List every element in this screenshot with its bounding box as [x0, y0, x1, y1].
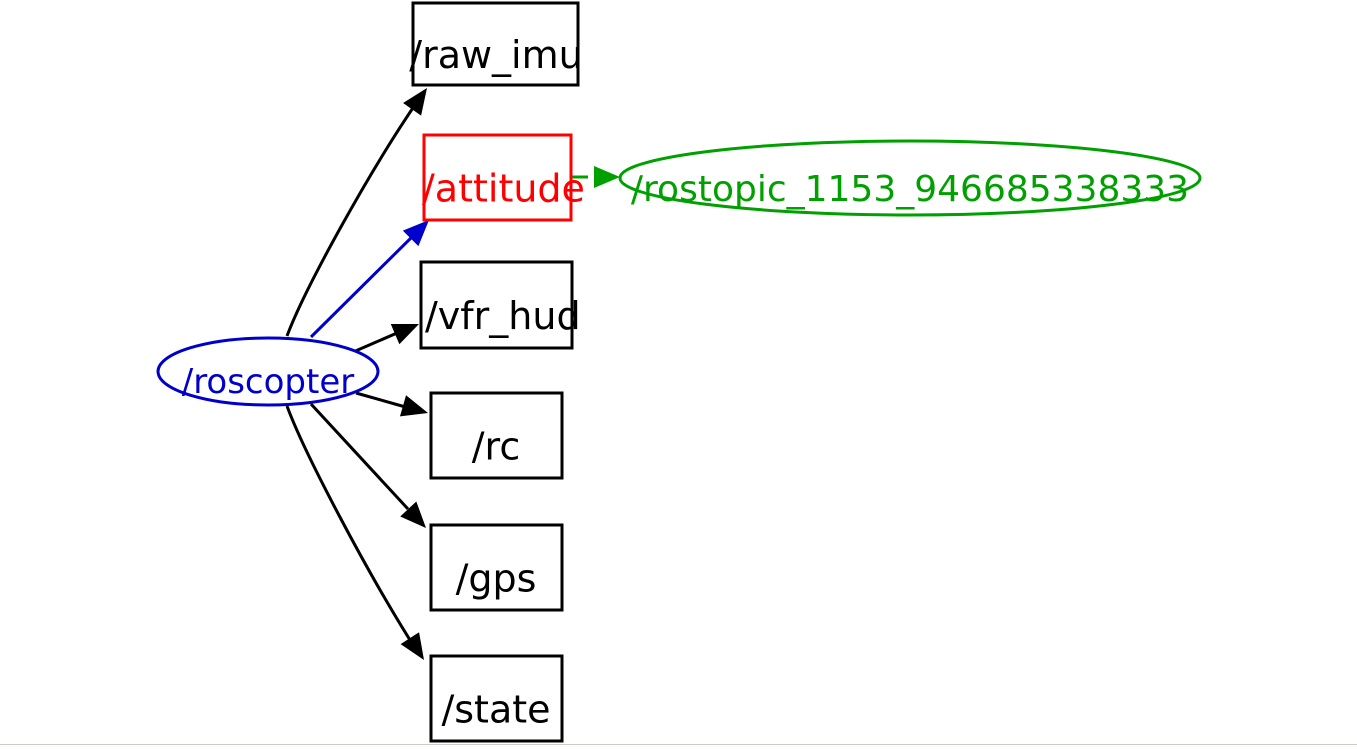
graph-node-gps[interactable]: /gps: [429, 523, 564, 612]
node-box: [411, 1, 580, 87]
graph-edge-roscopter-to-raw_imu[interactable]: [285, 82, 436, 337]
graph-edge-roscopter-to-gps[interactable]: [309, 402, 434, 536]
graph-node-attitude[interactable]: /attitude: [422, 133, 585, 222]
edge-line: [309, 229, 420, 339]
graph-node-state[interactable]: /state: [429, 654, 564, 743]
graph-edge-roscopter-to-state[interactable]: [285, 405, 433, 666]
edge-arrowhead: [400, 501, 426, 528]
node-box: [429, 654, 564, 743]
edge-arrowhead: [403, 88, 427, 116]
edge-line: [285, 405, 412, 641]
node-label: /attitude: [422, 166, 585, 210]
edge-arrowhead: [402, 220, 429, 247]
node-label: /state: [441, 687, 550, 731]
graph-node-raw_imu[interactable]: /raw_imu: [409, 1, 583, 87]
graph-node-rostopic[interactable]: /rostopic_1153_946685338333: [618, 139, 1202, 217]
node-label: /roscopter: [182, 362, 355, 402]
panel-bottom-divider: [0, 744, 1357, 745]
graph-edge-roscopter-to-attitude[interactable]: [309, 212, 437, 339]
node-label: /rc: [472, 424, 520, 468]
graph-edge-attitude-to-rostopic[interactable]: [572, 166, 620, 188]
node-label: /raw_imu: [409, 33, 582, 77]
edge-line: [355, 391, 410, 410]
graph-edge-roscopter-to-rc[interactable]: [355, 391, 431, 424]
edges-layer: [285, 82, 620, 666]
edge-arrowhead: [390, 324, 419, 345]
graph-node-rc[interactable]: /rc: [429, 391, 564, 480]
node-label: /vfr_hud: [425, 294, 581, 338]
node-label: /gps: [456, 556, 537, 600]
edge-line: [285, 98, 421, 337]
node-box: [429, 523, 564, 612]
edge-arrowhead: [399, 395, 428, 417]
node-box: [422, 133, 573, 222]
edge-arrowhead: [594, 166, 620, 188]
nodes-layer: /raw_imu/attitude/rostopic_1153_94668533…: [156, 1, 1202, 743]
node-ellipse: [618, 139, 1202, 217]
graph-node-vfr_hud[interactable]: /vfr_hud: [419, 260, 581, 350]
edge-line: [309, 402, 410, 511]
node-box: [419, 260, 574, 350]
node-label: /rostopic_1153_946685338333: [631, 169, 1189, 210]
node-box: [429, 391, 564, 480]
graph-node-roscopter[interactable]: /roscopter: [156, 336, 380, 407]
edge-arrowhead: [400, 632, 424, 660]
node-ellipse: [156, 336, 380, 407]
